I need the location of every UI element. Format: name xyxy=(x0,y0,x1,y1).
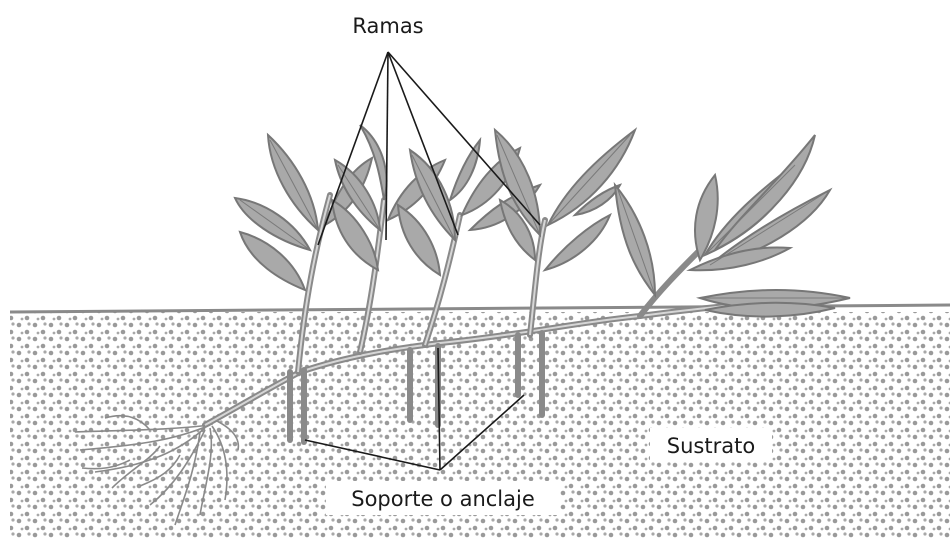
branches-label: Ramas xyxy=(352,14,423,38)
support-label: Soporte o anclaje xyxy=(351,487,535,511)
substrate-label: Sustrato xyxy=(667,434,755,458)
